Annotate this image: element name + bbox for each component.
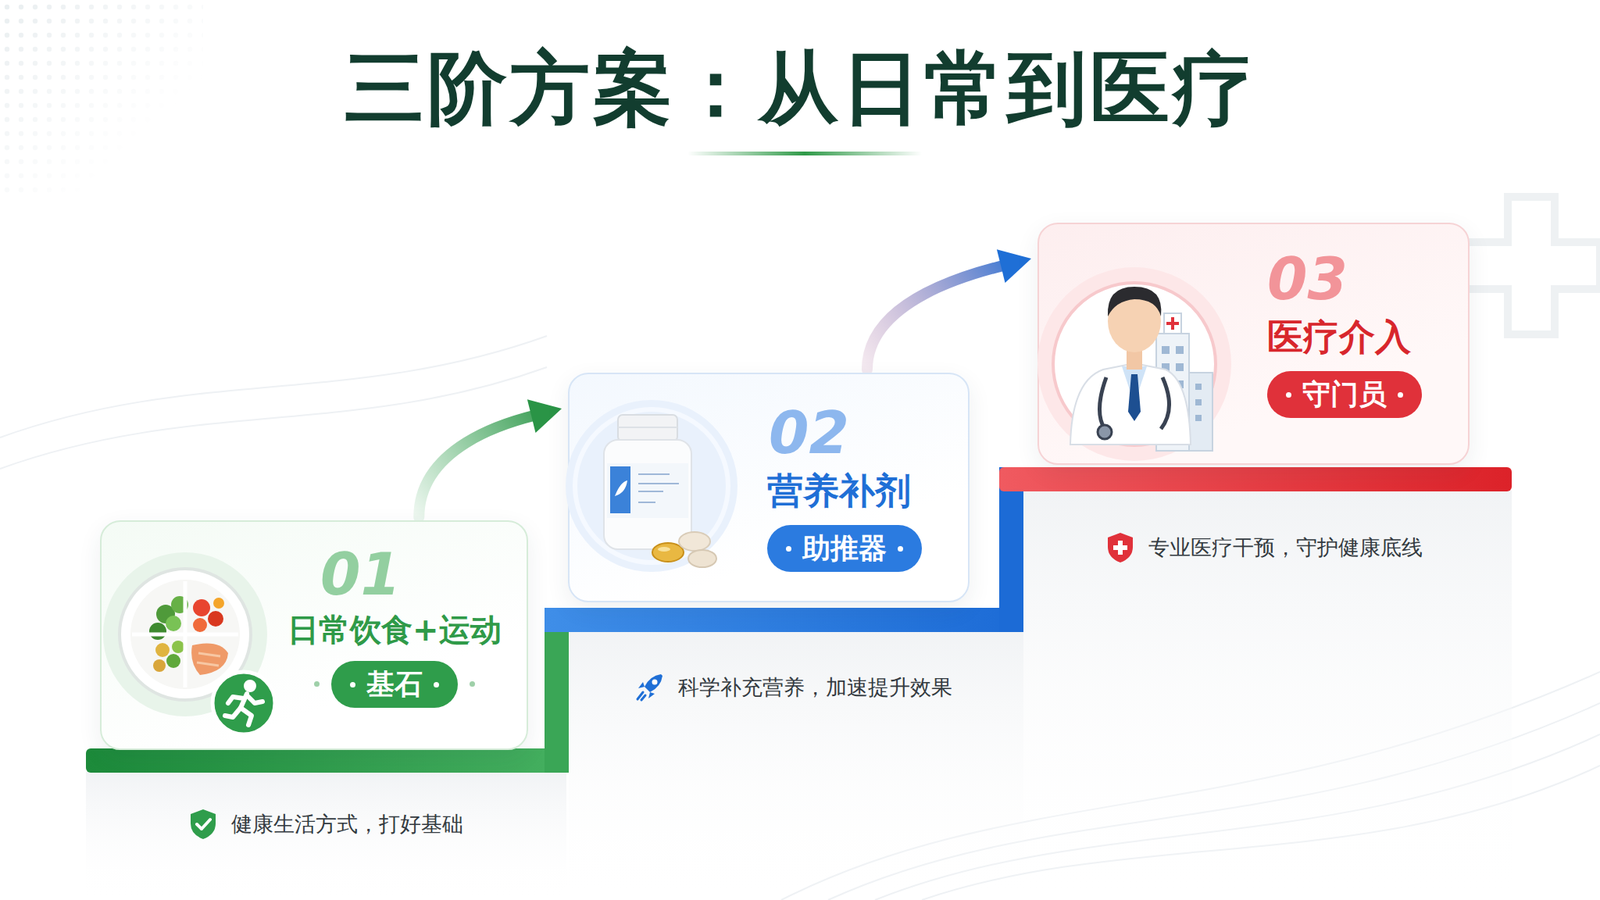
step-number: 03	[1267, 250, 1348, 308]
caption-text: 专业医疗干预，守护健康底线	[1148, 533, 1423, 562]
pill-wrap: 助推器	[767, 512, 922, 572]
role-text: 基石	[366, 665, 423, 704]
step-arrow	[867, 249, 1032, 370]
rocket-icon	[634, 671, 666, 704]
role-text: 守门员	[1302, 375, 1387, 415]
cross-icon	[1104, 531, 1136, 565]
role-pill: 助推器	[767, 525, 922, 572]
pill-dot	[350, 682, 356, 688]
shield-icon	[187, 807, 219, 841]
text-column: 01 日常饮食+运动基石	[287, 545, 502, 708]
role-pill: 守门员	[1267, 371, 1422, 418]
deco-dot	[314, 681, 320, 687]
stage-card: 01 日常饮食+运动基石	[100, 520, 529, 750]
pill-wrap: 基石	[287, 648, 502, 708]
plus-watermark	[1462, 196, 1600, 335]
role-pill: 基石	[331, 660, 458, 708]
title-underline	[687, 151, 922, 156]
step-number: 02	[768, 403, 850, 462]
pill-wrap: 守门员	[1267, 358, 1422, 418]
caption-row: 科学补充营养，加速提升效果	[634, 671, 953, 704]
pill-dot	[785, 546, 792, 552]
stage-card: 02 营养补剂助推器	[567, 372, 970, 603]
role-text: 助推器	[802, 529, 887, 568]
step-heading: 医疗介入	[1267, 315, 1411, 359]
caption-row: 专业医疗干预，守护健康底线	[1104, 531, 1423, 565]
pill-dot	[433, 682, 440, 688]
step-heading: 营养补剂	[767, 469, 911, 513]
diagram-title: 三阶方案：从日常到医疗	[0, 40, 1600, 136]
text-column: 02 营养补剂助推器	[767, 403, 922, 572]
step-arrow	[418, 399, 562, 518]
stage-card: 03 医疗介入守门员	[1037, 222, 1470, 465]
text-column: 03 医疗介入守门员	[1267, 250, 1422, 418]
caption-row: 健康生活方式，打好基础	[187, 807, 464, 841]
step-heading: 日常饮食+运动	[287, 610, 502, 649]
step-number: 01	[320, 545, 401, 604]
pill-dot	[897, 546, 904, 552]
pill-dot	[1397, 392, 1404, 398]
caption-text: 健康生活方式，打好基础	[231, 810, 464, 839]
deco-dot	[469, 681, 475, 687]
caption-text: 科学补充营养，加速提升效果	[678, 673, 953, 702]
pill-dot	[1285, 392, 1292, 398]
